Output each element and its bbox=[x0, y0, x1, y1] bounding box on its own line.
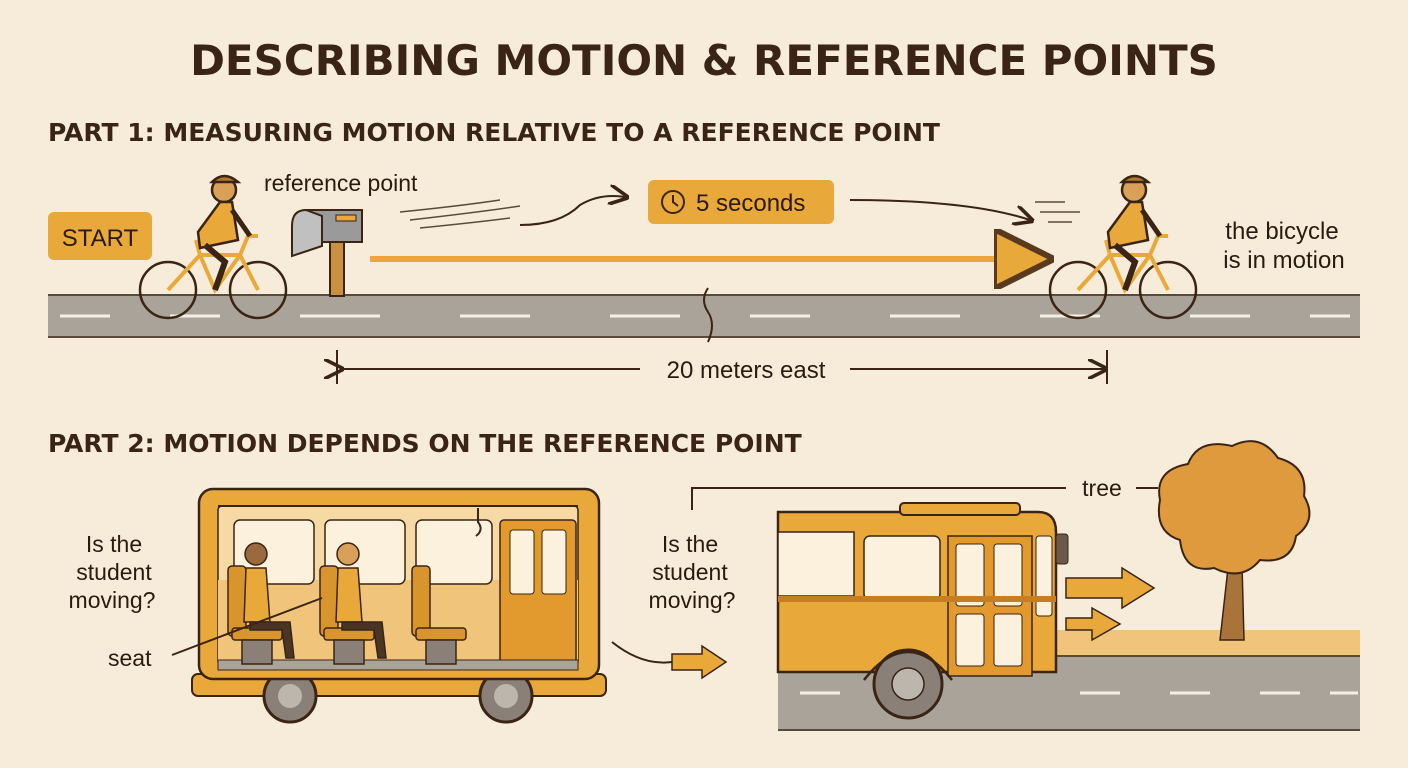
mailbox-icon bbox=[291, 208, 363, 297]
reference-point-label: reference point bbox=[264, 170, 418, 196]
motion-lines bbox=[399, 199, 1080, 229]
start-label: START bbox=[62, 225, 139, 252]
time-label: 5 seconds bbox=[696, 190, 805, 217]
question-left-line2: student bbox=[76, 559, 152, 585]
motion-label-line1: the bicycle bbox=[1225, 218, 1338, 245]
student-icon-1 bbox=[243, 542, 295, 659]
arrow-to-timer bbox=[519, 196, 625, 226]
bus-motion-arrows bbox=[1065, 566, 1156, 642]
start-badge: START bbox=[48, 212, 152, 260]
helmet-icon-2 bbox=[1118, 174, 1152, 184]
tree-label: tree bbox=[1082, 475, 1122, 501]
question-right-line2: student bbox=[652, 559, 728, 585]
bicycle-end bbox=[1048, 174, 1198, 320]
bus-interior bbox=[191, 487, 607, 724]
helmet-icon bbox=[208, 174, 242, 184]
question-left-line1: Is the bbox=[86, 531, 142, 557]
clock-icon bbox=[661, 190, 685, 214]
arrow-from-timer bbox=[849, 199, 1030, 220]
question-left-line3: moving? bbox=[69, 587, 156, 613]
seat-pointer-line bbox=[171, 597, 323, 656]
tree-icon bbox=[1158, 440, 1311, 641]
bicycle-start bbox=[138, 174, 288, 320]
part2-heading: PART 2: MOTION DEPENDS ON THE REFERENCE … bbox=[48, 429, 802, 458]
timer-badge: 5 seconds bbox=[648, 180, 834, 224]
page-title: DESCRIBING MOTION & REFERENCE POINTS bbox=[190, 36, 1218, 85]
bus-exterior bbox=[776, 502, 1069, 720]
hand-strap-icon bbox=[475, 508, 482, 537]
distance-label: 20 meters east bbox=[667, 357, 826, 384]
connector-arrow bbox=[611, 641, 728, 680]
bus-seats bbox=[227, 565, 467, 665]
mirror-icon bbox=[1055, 533, 1069, 565]
student-icon-2 bbox=[335, 542, 387, 659]
part1-heading: PART 1: MEASURING MOTION RELATIVE TO A R… bbox=[48, 118, 940, 147]
seat-label: seat bbox=[108, 645, 152, 671]
motion-label-line2: is in motion bbox=[1223, 247, 1344, 274]
distance-measure bbox=[337, 350, 1108, 384]
question-right-line1: Is the bbox=[662, 531, 718, 557]
question-right-line3: moving? bbox=[649, 587, 736, 613]
tree-pointer-line bbox=[691, 487, 1158, 510]
road-break-mark bbox=[703, 287, 713, 343]
